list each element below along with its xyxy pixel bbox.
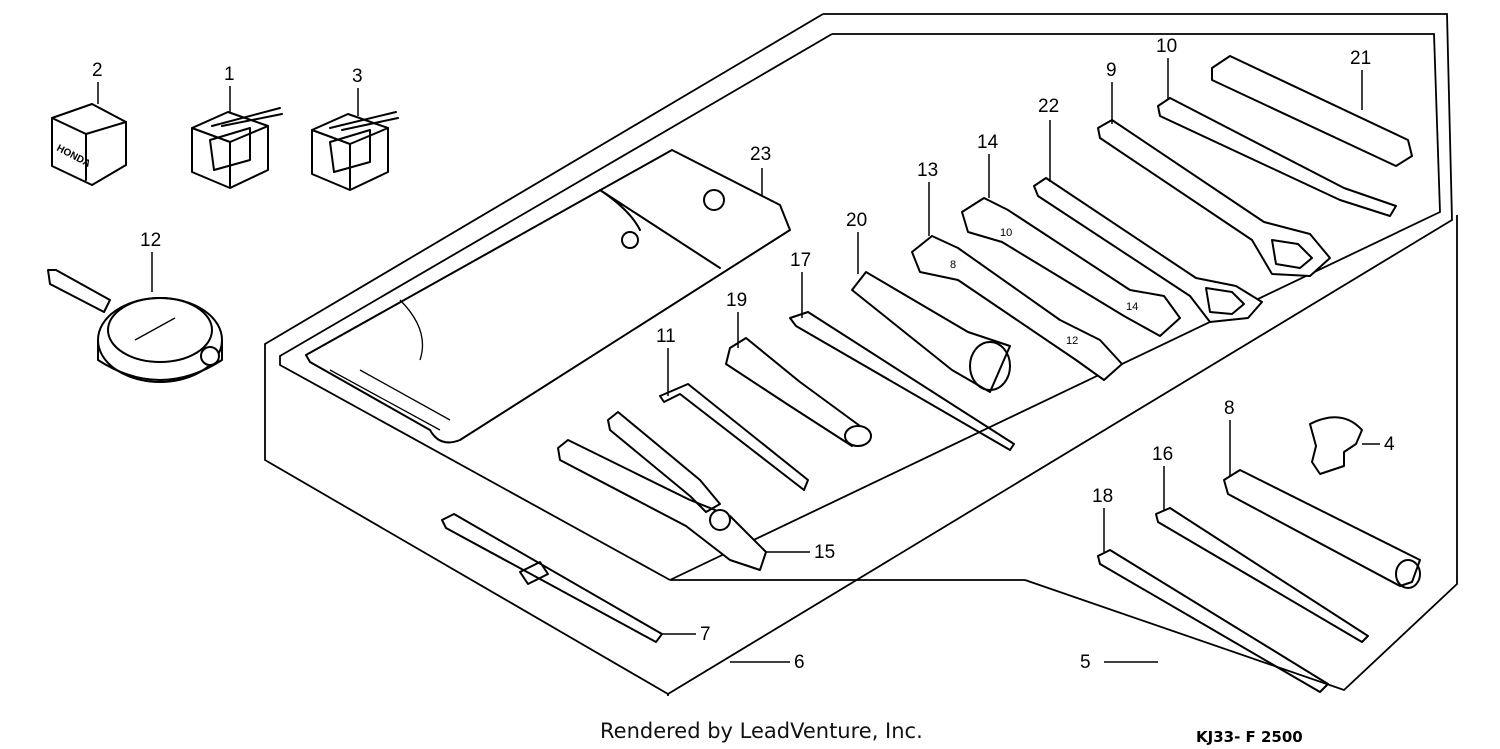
callout-6: 6: [794, 652, 805, 673]
callout-12: 12: [140, 230, 161, 251]
callout-7: 7: [700, 624, 711, 645]
size-mark-c: 8: [950, 259, 956, 271]
size-mark-a: 10: [1000, 227, 1012, 239]
kit-frame-5: [670, 215, 1458, 692]
callout-21: 21: [1350, 48, 1371, 69]
size-mark-d: 12: [1066, 335, 1078, 347]
part-2-cap: HONDA: [51, 103, 127, 186]
callout-11: 11: [656, 326, 676, 347]
callout-labels: 2 1 3 12 23 11 19 17 20 13 14 22 9 10 21…: [92, 36, 1395, 673]
callout-22: 22: [1038, 96, 1059, 117]
callout-5: 5: [1080, 652, 1091, 673]
size-mark-b: 14: [1126, 301, 1138, 313]
part-12-tire-gauge: [47, 269, 223, 383]
part-1-clip: [191, 107, 283, 189]
part-9-ring-wrench: [1097, 119, 1331, 277]
callout-16: 16: [1152, 444, 1173, 465]
part-19-driver-handle: [725, 337, 872, 447]
part-7-screwdriver: [441, 513, 663, 643]
part-4-cap: [1309, 416, 1363, 475]
part-11-hex-key: [659, 383, 809, 491]
callout-10: 10: [1156, 36, 1177, 57]
footer-credit: Rendered by LeadVenture, Inc.: [600, 719, 923, 743]
part-13-wrench: 8 12: [911, 235, 1123, 381]
part-10-spanner: [1157, 97, 1397, 217]
diagram-code: KJ33- F 2500: [1196, 728, 1303, 746]
callout-17: 17: [790, 250, 811, 271]
part-17-screwdriver: [789, 311, 1015, 451]
callout-23: 23: [750, 144, 771, 165]
callout-9: 9: [1106, 60, 1117, 81]
callout-19: 19: [726, 290, 747, 311]
callout-4: 4: [1384, 434, 1395, 455]
callout-14: 14: [977, 132, 999, 153]
callout-18: 18: [1092, 486, 1113, 507]
callout-2: 2: [92, 60, 103, 81]
part-8-box-wrench: [1223, 469, 1421, 589]
part-16-screwdriver: [1155, 507, 1369, 643]
part-20-plug-wrench: [851, 271, 1011, 393]
callout-1: 1: [224, 64, 235, 85]
part-21-sleeve: [1211, 55, 1413, 167]
callout-20: 20: [846, 210, 867, 231]
part-22-ring-wrench: [1033, 177, 1263, 323]
part-3-clip: [311, 111, 399, 191]
leader-lines: [97, 58, 1380, 663]
callout-15: 15: [814, 542, 835, 563]
part-14-wrench: 10 14: [961, 197, 1181, 337]
callout-13: 13: [917, 160, 938, 181]
part-18-screwdriver: [1097, 549, 1329, 693]
kit-frame-6: [264, 13, 1453, 696]
part-15-pliers: [557, 411, 767, 571]
callout-8: 8: [1224, 398, 1235, 419]
callout-3: 3: [352, 66, 363, 87]
part-23-tool-bag: [305, 149, 791, 444]
